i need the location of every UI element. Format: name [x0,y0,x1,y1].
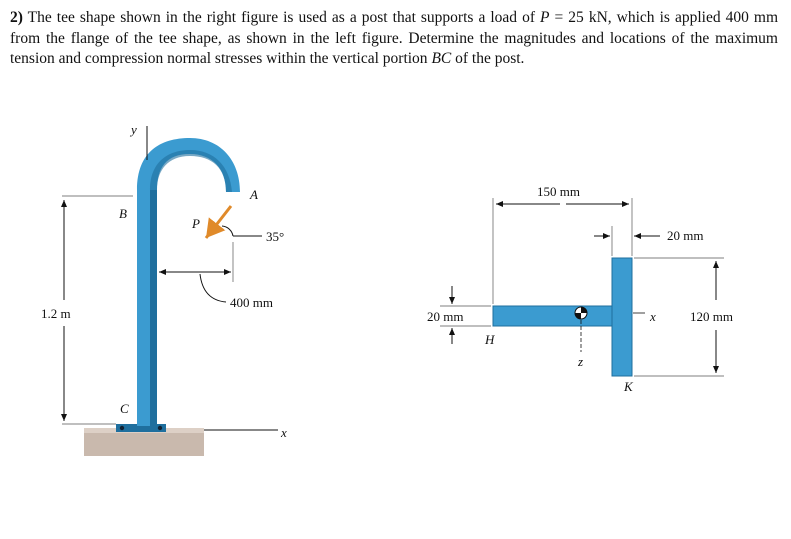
problem-text-a: The tee shape shown in the right figure … [22,9,541,26]
problem-text-p: P [540,9,550,26]
label-x-right: x [649,309,656,324]
problem-text-c: of the post. [451,50,525,67]
tee-web [611,257,633,377]
label-P: P [191,216,200,231]
label-H: H [484,332,495,347]
right-figure: z x H K 150 mm 20 mm 20 mm 120 mm [427,184,733,394]
label-C: C [120,401,129,416]
left-figure: y x A B C P 35° 1.2 m 400 mm [41,122,287,456]
centroid-symbol [574,306,588,320]
problem-text-b: = 25 kN, which is applied 400 mm from th… [10,9,778,67]
width-dimension: 150 mm [537,184,580,199]
problem-number: 2) [10,9,23,26]
load-arrow [204,205,233,239]
tee-flange [492,305,615,327]
problem-statement: 2) The tee shape shown in the right figu… [10,8,778,70]
web-thickness-dimension: 20 mm [667,228,703,243]
post-vertical [137,188,150,426]
height-dimension: 1.2 m [41,306,71,321]
label-x-left: x [280,425,287,440]
flange-thickness-dimension: 20 mm [427,309,463,324]
label-A: A [249,187,258,202]
post-arc [137,138,240,192]
label-B: B [119,206,127,221]
depth-dimension: 120 mm [690,309,733,324]
label-z: z [577,354,583,369]
ground-base [84,430,204,456]
label-K: K [623,379,634,394]
problem-text-bc: BC [431,50,452,67]
label-y-left: y [129,122,137,137]
base-plate [116,424,166,432]
offset-dimension: 400 mm [230,295,273,310]
angle-label: 35° [266,229,284,244]
